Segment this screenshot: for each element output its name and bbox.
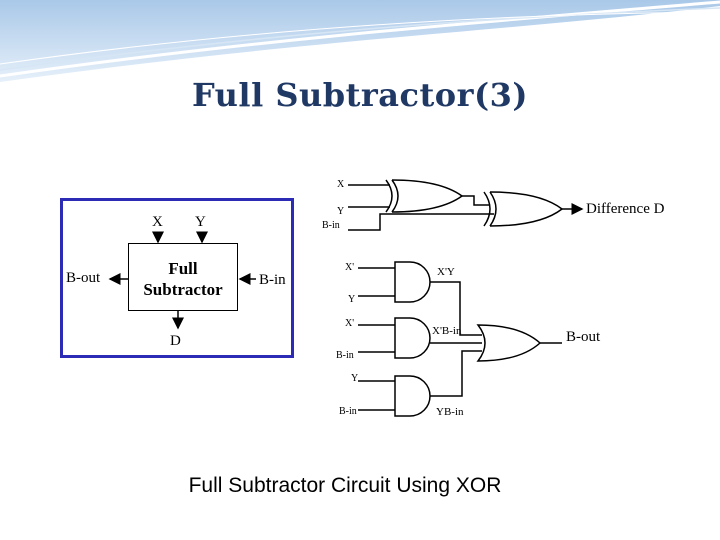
block-d-label: D [170,333,181,349]
circuit-bin-label: B-in [322,220,340,231]
circuit-y-label: Y [337,206,345,217]
and2-output-label: X'B-in [432,325,462,337]
block-x-label: X [152,214,163,230]
and-gate-3 [394,375,431,417]
and-gate-2 [394,317,431,359]
and-gate-1 [394,261,431,303]
xor-gate-2 [483,191,564,227]
circuit-x-label: X [337,179,345,190]
wire-bin-to-xor2 [348,213,494,231]
and2-input-b-label: B-in [336,350,354,361]
wire-and1-out [430,281,482,336]
diagram-caption: Full Subtractor Circuit Using XOR [188,474,502,497]
and1-output-label: X'Y [437,266,455,278]
and1-input-b-label: Y [348,294,356,305]
and3-input-b-label: B-in [339,406,357,417]
box-label-line2: Subtractor [143,280,223,299]
block-y-label: Y [195,214,206,230]
xor-gate-1 [385,179,464,213]
or-gate [476,324,542,362]
wire-and3-out [430,350,482,397]
block-diagram-frame [60,198,294,358]
block-bin-label: B-in [259,272,286,288]
header-banner [0,0,720,82]
bout-output-label: B-out [566,329,601,345]
block-bout-label: B-out [66,270,101,286]
and3-output-label: YB-in [436,406,464,418]
box-label-line1: Full [168,259,198,278]
and1-input-a-label: X' [345,262,355,273]
and2-input-a-label: X' [345,318,355,329]
full-subtractor-box: Full Subtractor [128,243,238,311]
page-title: Full Subtractor(3) [191,76,528,114]
difference-label: Difference D [586,201,665,217]
and3-input-a-label: Y [351,373,359,384]
wire-xor1-out [462,195,490,206]
